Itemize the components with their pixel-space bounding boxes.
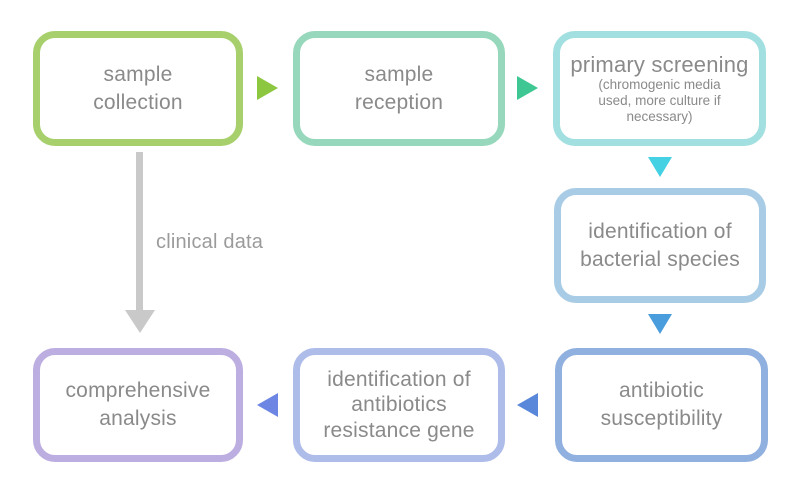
- node-identification-bacterial-species-label: identification of bacterial species: [580, 219, 740, 271]
- arrow-right-icon: [517, 76, 538, 100]
- node-antibiotic-susceptibility-label: antibiotic susceptibility: [600, 379, 723, 430]
- node-sample-collection: sample collection: [33, 31, 243, 146]
- node-sample-collection-label: sample collection: [93, 62, 183, 114]
- node-sample-reception: sample reception: [293, 31, 505, 146]
- arrow-left-icon: [517, 393, 538, 417]
- node-primary-screening-sublabel: (chromogenic media used, more culture if…: [598, 76, 721, 124]
- node-comprehensive-analysis-label: comprehensive analysis: [65, 379, 211, 430]
- clinical-data-connector-line: [136, 152, 143, 310]
- node-primary-screening-label: primary screening: [570, 51, 749, 77]
- arrow-down-icon: [648, 157, 672, 177]
- node-identification-resistance-gene: identification of antibiotics resistance…: [293, 348, 505, 462]
- arrow-down-icon: [648, 314, 672, 334]
- node-comprehensive-analysis: comprehensive analysis: [33, 348, 243, 462]
- node-sample-reception-label: sample reception: [354, 62, 444, 114]
- node-identification-resistance-gene-label: identification of antibiotics resistance…: [323, 367, 475, 442]
- arrow-down-icon: [125, 310, 155, 333]
- node-identification-bacterial-species: identification of bacterial species: [554, 188, 766, 303]
- arrow-right-icon: [257, 76, 278, 100]
- clinical-data-label: clinical data: [156, 231, 264, 253]
- node-primary-screening: primary screening (chromogenic media use…: [553, 31, 766, 146]
- node-antibiotic-susceptibility: antibiotic susceptibility: [555, 348, 768, 462]
- arrow-left-icon: [257, 393, 278, 417]
